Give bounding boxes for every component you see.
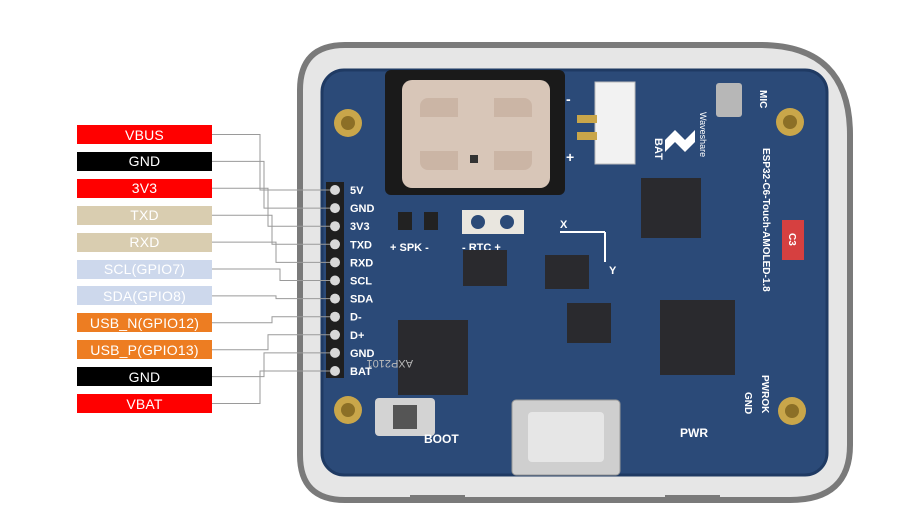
pin-silk-label: SDA [350,294,373,306]
chip-rtc [545,255,589,289]
mounting-hole-bottom-left-icon [334,396,362,424]
pin-label: USB_N(GPIO12) [77,313,212,333]
case-tab-bottom-left [410,495,465,503]
spk-pad-plus [398,212,412,230]
leader-line [212,160,330,209]
chip-amp [463,250,507,286]
y-axis-silk: Y [609,265,617,277]
leader-line [212,352,330,378]
pin-hole-icon [330,185,340,195]
pin-silk-label: BAT [350,366,372,378]
pwr-silk: PWR [680,426,708,440]
leader-line [212,134,330,191]
bat-plus-silk: + [566,149,574,165]
pin-hole-icon [330,347,340,358]
pin-label: 3V3 [77,178,212,198]
boot-silk: BOOT [424,432,459,446]
brand-silk: Waveshare [698,112,708,157]
pin-hole-icon [330,275,340,286]
c3-silk: C3 [786,233,797,246]
pin-label: GND [77,367,212,387]
pin-label: VBAT [77,394,212,413]
boot-button-cap [393,405,417,429]
pin-hole-icon [330,311,340,322]
usb-c-port-icon [511,399,621,476]
leader-line [212,214,330,245]
pin-silk-label: 3V3 [350,221,370,233]
leader-line [212,187,330,227]
pin-hole-icon [330,293,340,304]
pin-hole-icon [330,257,340,268]
pin-hole-icon [330,366,340,376]
leader-line [212,370,330,404]
pin-silk-label: RXD [350,257,373,269]
bat-silk: BAT [652,138,664,160]
pin-silk-label: D- [350,312,362,324]
leader-lines [212,134,330,404]
pin-silk-label: GND [350,348,375,360]
leader-line [212,334,330,351]
pin-silk-label: D+ [350,330,364,342]
pin-label: SDA(GPIO8) [77,286,212,306]
pin-label: TXD [77,205,212,225]
x-axis-silk: X [560,219,568,231]
chip-imu [567,303,611,343]
leader-line [212,241,330,263]
bat-minus-silk: - [566,91,571,107]
chip-pmu [398,320,468,395]
pin-holes [330,185,340,376]
pin-hole-icon [330,203,340,214]
pin-label: VBUS [77,125,212,144]
pin-silk-label: 5V [350,185,364,197]
pin-silk-label: TXD [350,239,372,251]
rtc-pad-right [500,215,514,229]
pin-silk-label: SCL [350,276,372,288]
leader-line [212,268,330,281]
mic-icon [716,83,742,117]
mounting-hole-bottom-right-icon [778,397,806,425]
gnd-silk: GND [742,392,753,414]
c3-label-box [782,220,804,260]
pwrok-silk: PWROK [759,375,770,414]
leader-line [212,295,330,300]
pin-label: RXD [77,232,212,252]
pin-silk-label: GND [350,203,375,215]
battery-connector-icon [577,81,636,165]
pin-label: GND [77,151,212,171]
pin-label: USB_P(GPIO13) [77,340,212,360]
case-tab-bottom-right [665,495,720,503]
mic-silk: MIC [757,90,768,108]
rtc-pad-left [471,215,485,229]
speaker-icon [385,70,565,195]
spk-pad-minus [424,212,438,230]
pin-hole-icon [330,221,340,232]
model-silk: ESP32-C6-Touch-AMOLED-1.8 [760,148,771,292]
mounting-hole-top-right-icon [776,108,804,136]
chip-main [660,300,735,375]
pin-label: SCL(GPIO7) [77,259,212,279]
mounting-hole-top-left-icon [334,109,362,137]
pin-hole-icon [330,329,340,340]
waveshare-logo-icon [665,130,695,152]
spk-silk: + SPK - [390,242,429,254]
pin-hole-icon [330,239,340,250]
leader-line [212,316,330,324]
chip-flash [641,178,701,238]
pmu-silk: AXP2101 [367,357,413,369]
